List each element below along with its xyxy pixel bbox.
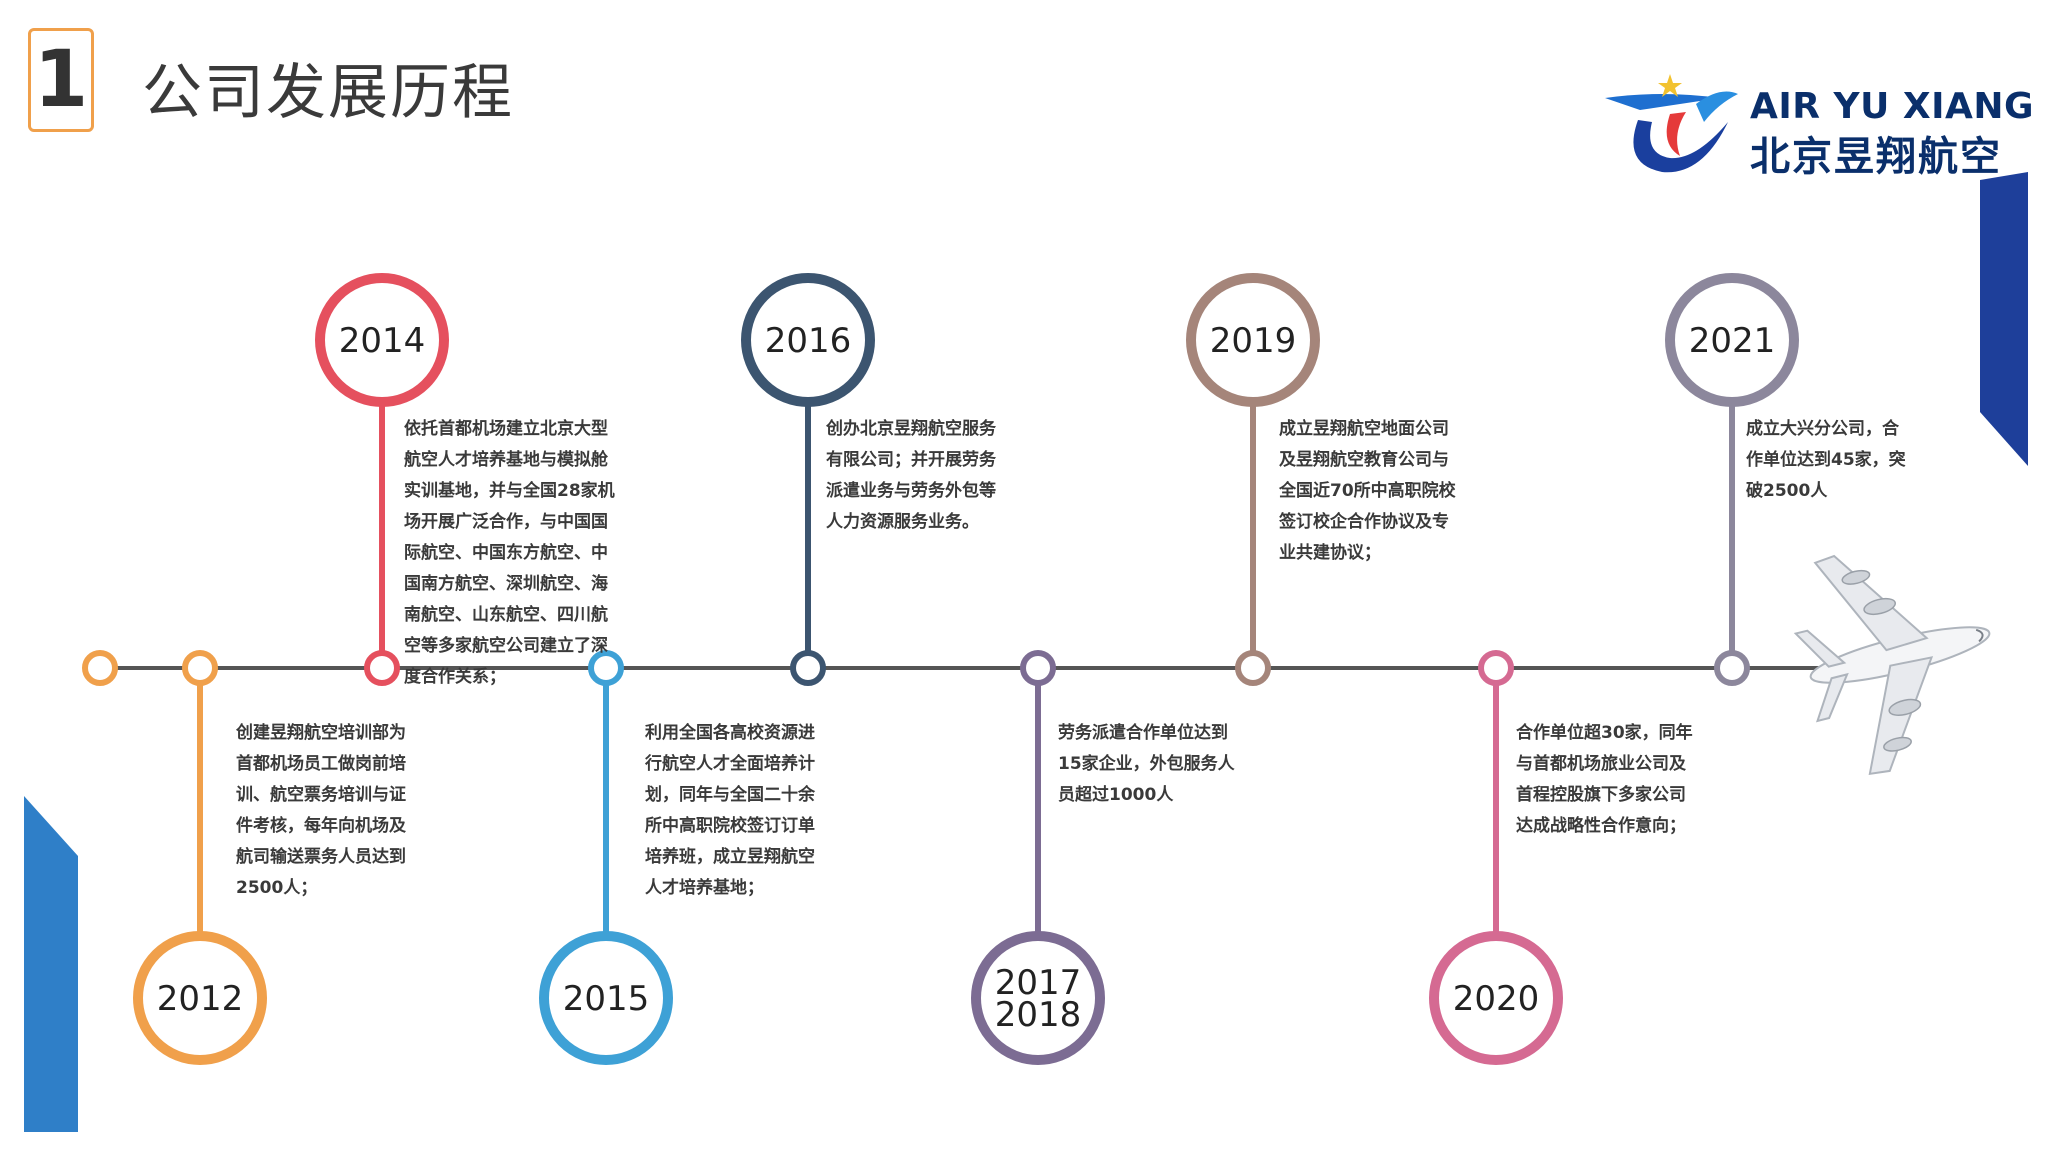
logo-swoosh-icon — [1605, 74, 1738, 173]
section-number-box: 1 — [28, 28, 94, 132]
milestone-axis-dot — [790, 650, 826, 686]
airplane-icon — [1793, 554, 1991, 776]
milestone-year-label: 2019 — [1210, 321, 1297, 361]
company-logo: AIR YU XIANG 北京昱翔航空 — [1600, 64, 2034, 184]
milestone-year-ring — [539, 931, 673, 1065]
milestone-description: 创建昱翔航空培训部为 首都机场员工做岗前培 训、航空票务培训与证 件考核，每年向… — [236, 723, 406, 898]
milestone-axis-dot — [588, 650, 624, 686]
milestone-5: 2019 — [1186, 273, 1320, 686]
milestone-year-ring — [133, 931, 267, 1065]
milestone-year-ring — [1429, 931, 1563, 1065]
milestone-2: 2015 — [539, 650, 673, 1065]
milestone-year-ring — [741, 273, 875, 407]
right-corner-stripe — [1980, 172, 2028, 466]
left-corner-stripe — [24, 796, 78, 1132]
milestone-year-ring — [315, 273, 449, 407]
milestone-axis-dot — [1020, 650, 1056, 686]
timeline-start-dot — [82, 650, 118, 686]
milestone-year-ring — [971, 931, 1105, 1065]
milestone-year-label: 2015 — [563, 979, 650, 1019]
milestone-year-label: 2014 — [339, 321, 426, 361]
milestone-axis-dot — [1714, 650, 1750, 686]
milestone-axis-dot — [1235, 650, 1271, 686]
milestone-description: 利用全国各高校资源进 行航空人才全面培养计 划，同年与全国二十余 所中高职院校签… — [645, 723, 815, 898]
section-number: 1 — [33, 35, 89, 125]
milestone-year-label: 2016 — [765, 321, 852, 361]
milestone-year-label: 2012 — [157, 979, 244, 1019]
milestone-description: 成立大兴分公司，合 作单位达到45家，突 破2500人 — [1746, 419, 1906, 501]
milestone-description: 依托首都机场建立北京大型 航空人才培养基地与模拟舱 实训基地，并与全国28家机 … — [404, 419, 615, 687]
milestone-year-ring — [1665, 273, 1799, 407]
page-title: 公司发展历程 — [142, 58, 514, 128]
logo-english: AIR YU XIANG — [1750, 86, 2035, 127]
milestone-description: 创办北京昱翔航空服务 有限公司；并开展劳务 派遣业务与劳务外包等 人力资源服务业… — [826, 419, 996, 532]
milestone-description: 劳务派遣合作单位达到 15家企业，外包服务人 员超过1000人 — [1058, 723, 1235, 805]
milestone-1: 2014 — [315, 273, 449, 686]
milestone-description: 成立昱翔航空地面公司 及昱翔航空教育公司与 全国近70所中高职院校 签订校企合作… — [1279, 419, 1456, 563]
milestone-axis-dot — [1478, 650, 1514, 686]
milestone-7: 2021 — [1665, 273, 1799, 686]
milestone-axis-dot — [364, 650, 400, 686]
milestone-axis-dot — [182, 650, 218, 686]
logo-chinese: 北京昱翔航空 — [1750, 134, 2002, 180]
milestone-6: 2020 — [1429, 650, 1563, 1065]
milestone-3: 2016 — [741, 273, 875, 686]
milestone-year-ring — [1186, 273, 1320, 407]
milestone-description: 合作单位超30家，同年 与首都机场旅业公司及 首程控股旗下多家公司 达成战略性合… — [1516, 723, 1693, 836]
milestone-0: 2012 — [133, 650, 267, 1065]
milestone-year-label: 2021 — [1689, 321, 1776, 361]
milestone-year-label: 2020 — [1453, 979, 1540, 1019]
